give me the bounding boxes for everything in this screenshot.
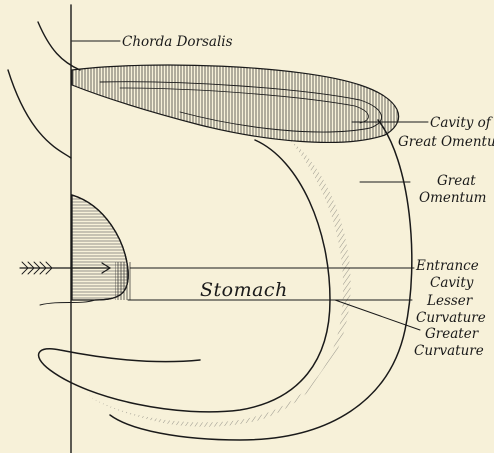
label-lesser-line2: Curvature [416,310,486,326]
label-lesser-line1: Lesser [426,293,474,309]
label-omentum-line1: Great [437,173,476,189]
label-cavity-line1: Cavity of [430,115,493,131]
label-greater-line1: Greater [425,326,480,342]
entrance-hatch [115,262,132,300]
label-greater-line2: Curvature [414,343,484,359]
body-wall-curve-top [38,22,80,70]
label-cavity-line2: Great Omentum [398,134,494,150]
label-chorda-dorsalis: Chorda Dorsalis [122,34,233,50]
stomach-inner-wall [40,300,95,305]
label-omentum-line2: Omentum [419,190,486,206]
label-entrance-line2: Cavity [430,275,474,291]
label-stomach: Stomach [200,279,288,301]
label-entrance-line1: Entrance [415,258,479,274]
body-wall-curve [8,70,71,158]
